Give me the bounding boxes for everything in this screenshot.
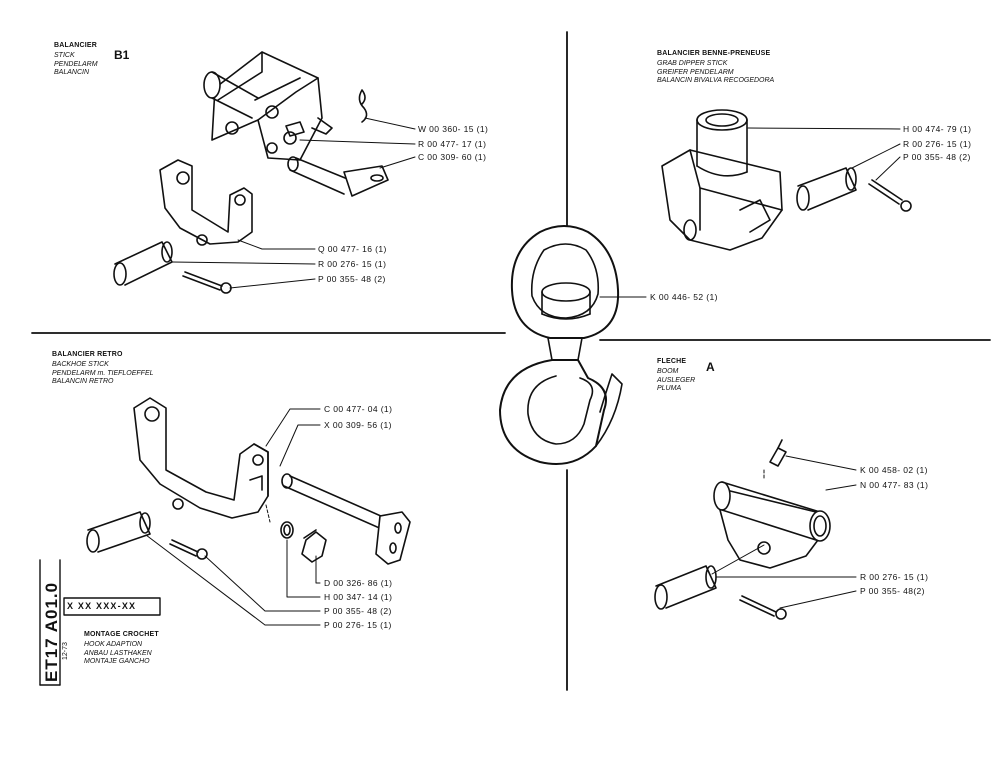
titleblock-title-en: HOOK ADAPTION bbox=[84, 641, 143, 648]
grab-title: BALANCIER BENNE-PRENEUSE bbox=[657, 50, 771, 57]
retro-leader-lines bbox=[145, 408, 321, 626]
retro-bracket-drawing bbox=[86, 397, 411, 565]
grab-heading: BALANCIER BENNE-PRENEUSE GRAB DIPPER STI… bbox=[657, 42, 774, 86]
fleche-title-en: BOOM bbox=[657, 368, 679, 375]
retro-part-2: X 00 309- 56 (1) bbox=[324, 420, 392, 430]
titleblock-heading: MONTAGE CROCHET HOOK ADAPTION ANBAU LAST… bbox=[84, 623, 159, 667]
retro-part-3: D 00 326- 86 (1) bbox=[324, 578, 393, 588]
retro-part-5: P 00 355- 48 (2) bbox=[324, 606, 392, 616]
fleche-tag: A bbox=[706, 360, 715, 374]
b1-leader-lines bbox=[171, 117, 416, 289]
retro-title-en: BACKHOE STICK bbox=[52, 361, 109, 368]
section-dividers bbox=[31, 31, 991, 691]
b1-tag: B1 bbox=[114, 48, 130, 62]
titleblock-title-es: MONTAJE GANCHO bbox=[84, 658, 150, 665]
fleche-title-de: AUSLEGER bbox=[657, 376, 696, 384]
fleche-part-4: P 00 355- 48(2) bbox=[860, 586, 925, 596]
grab-part-1: H 00 474- 79 (1) bbox=[903, 124, 972, 134]
titleblock-number: X XX XXX-XX bbox=[67, 601, 137, 611]
b1-part-2: R 00 477- 17 (1) bbox=[418, 139, 487, 149]
titleblock-frame bbox=[39, 559, 161, 686]
fleche-part-2: N 00 477- 83 (1) bbox=[860, 480, 929, 490]
hook-drawing bbox=[499, 225, 623, 465]
grab-adapter-drawing bbox=[661, 109, 912, 251]
b1-title-de: PENDELARM bbox=[54, 60, 98, 68]
b1-title-es: BALANCIN bbox=[54, 69, 90, 76]
fleche-title: FLECHE bbox=[657, 358, 687, 365]
titleblock-title-de: ANBAU LASTHAKEN bbox=[84, 649, 152, 657]
b1-part-5: R 00 276- 15 (1) bbox=[318, 259, 387, 269]
grab-leader-lines bbox=[747, 127, 901, 181]
grab-part-3: P 00 355- 48 (2) bbox=[903, 152, 971, 162]
retro-part-6: P 00 276- 15 (1) bbox=[324, 620, 392, 630]
b1-lower-bracket-drawing bbox=[113, 159, 253, 294]
b1-heading: BALANCIER STICK PENDELARM BALANCIN bbox=[54, 34, 98, 78]
grab-title-es: BALANCIN BIVALVA RECOGEDORA bbox=[657, 77, 775, 84]
fleche-heading: FLECHE BOOM AUSLEGER PLUMA bbox=[657, 350, 695, 394]
b1-bracket-drawing bbox=[203, 51, 389, 197]
fleche-part-3: R 00 276- 15 (1) bbox=[860, 572, 929, 582]
grab-title-de: GREIFER PENDELARM bbox=[657, 68, 734, 76]
retro-part-4: H 00 347- 14 (1) bbox=[324, 592, 393, 602]
titleblock-title: MONTAGE CROCHET bbox=[84, 631, 159, 638]
b1-part-1: W 00 360- 15 (1) bbox=[418, 124, 489, 134]
b1-title: BALANCIER bbox=[54, 42, 98, 49]
b1-title-en: STICK bbox=[54, 52, 75, 59]
retro-heading: BALANCIER RETRO BACKHOE STICK PENDELARM … bbox=[52, 343, 154, 387]
titleblock-code: ET17 A01.0 bbox=[42, 581, 61, 682]
retro-title-de: PENDELARM m. TIEFLOEFFEL bbox=[52, 369, 154, 377]
fleche-leader-lines bbox=[711, 455, 857, 609]
retro-part-1: C 00 477- 04 (1) bbox=[324, 404, 393, 414]
fleche-boom-drawing bbox=[654, 439, 831, 620]
b1-part-3: C 00 309- 60 (1) bbox=[418, 152, 487, 162]
b1-part-4: Q 00 477- 16 (1) bbox=[318, 244, 387, 254]
titleblock-date: 12-73 bbox=[62, 642, 69, 660]
grab-part-2: R 00 276- 15 (1) bbox=[903, 139, 972, 149]
retro-title-es: BALANCIN RETRO bbox=[52, 378, 114, 385]
fleche-part-1: K 00 458- 02 (1) bbox=[860, 465, 928, 475]
retro-title: BALANCIER RETRO bbox=[52, 351, 123, 358]
fleche-title-es: PLUMA bbox=[657, 385, 682, 392]
b1-part-6: P 00 355- 48 (2) bbox=[318, 274, 386, 284]
hook-part-1: K 00 446- 52 (1) bbox=[650, 292, 718, 302]
grab-title-en: GRAB DIPPER STICK bbox=[657, 60, 728, 67]
